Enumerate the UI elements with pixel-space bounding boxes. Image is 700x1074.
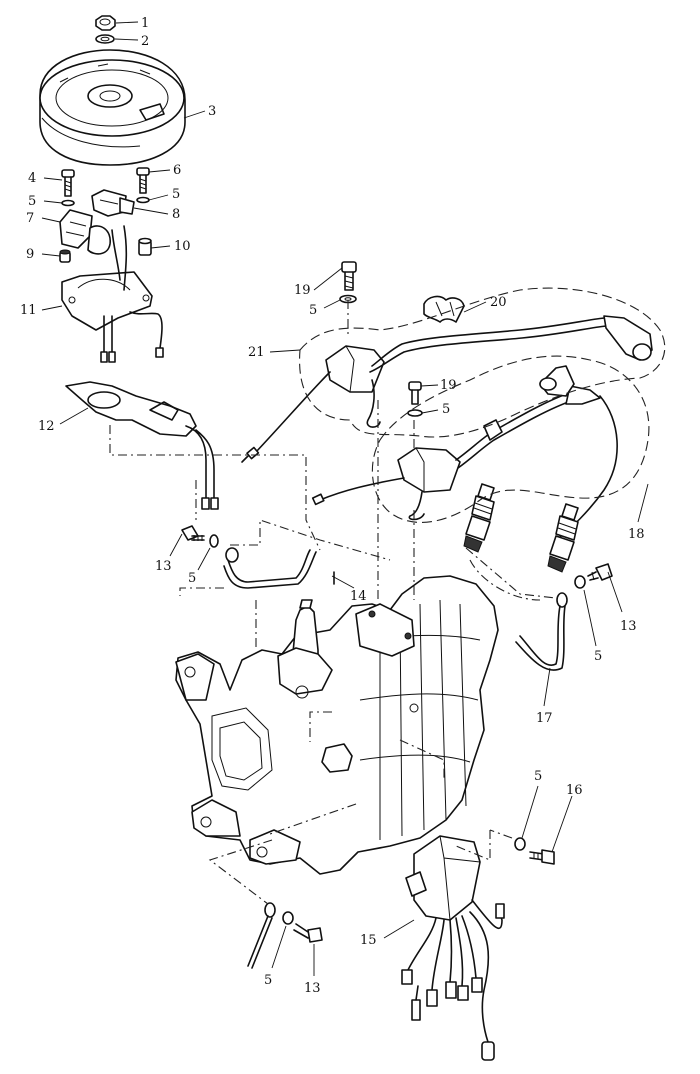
callout-13: 13	[304, 981, 321, 996]
bolt-4	[61, 169, 75, 197]
callout-5: 5	[442, 402, 450, 417]
bolt-13-bottom	[293, 923, 323, 943]
flywheel	[39, 49, 186, 166]
pulser-coil-8	[91, 189, 135, 217]
spark-plug-left	[463, 483, 495, 553]
bolt-19-top	[341, 261, 357, 291]
wiring-harness-outline-18	[371, 355, 650, 523]
washer-5-block-left	[209, 534, 219, 548]
callout-15: 15	[360, 933, 377, 948]
ignition-coil-upper	[241, 315, 653, 463]
callout-5: 5	[309, 303, 317, 318]
callout-labels: 1 2 3 4 5 6 5 7 8 9 10 11 19 5 20 21 19 …	[20, 16, 645, 996]
callout-20: 20	[490, 295, 507, 310]
callout-7: 7	[26, 211, 34, 226]
callout-6: 6	[173, 163, 181, 178]
charge-coil-7	[59, 209, 111, 255]
callout-5: 5	[188, 571, 196, 586]
callout-18: 18	[628, 527, 645, 542]
callout-19: 19	[294, 283, 311, 298]
callout-13: 13	[620, 619, 637, 634]
callout-5: 5	[264, 973, 272, 988]
bolt-13-right	[587, 563, 613, 581]
magneto-control-lever	[65, 381, 219, 510]
washer-5-cdi	[514, 837, 526, 851]
cdi-unit	[401, 835, 505, 1061]
spark-plug-right	[547, 503, 579, 573]
washer-5-block-right	[574, 575, 586, 589]
callout-3: 3	[208, 104, 216, 119]
callout-10: 10	[174, 239, 191, 254]
washer-5-right	[136, 196, 150, 204]
callout-17: 17	[536, 711, 553, 726]
ground-lead-bottom	[247, 902, 276, 969]
wiring-harness-outline-21	[299, 287, 666, 438]
ground-wire-17	[515, 592, 568, 671]
washer-5-left	[61, 199, 75, 207]
callout-5: 5	[534, 769, 542, 784]
bolt-6	[136, 167, 150, 194]
plug-cap-clip-20	[423, 295, 465, 323]
bolt-16	[529, 849, 555, 865]
callout-1: 1	[141, 16, 149, 31]
ground-wire-14	[223, 547, 335, 589]
cylinder-block	[175, 575, 499, 875]
callout-5: 5	[594, 649, 602, 664]
washer-5-bottom	[282, 911, 294, 925]
flywheel-nut	[95, 15, 116, 31]
callout-19: 19	[440, 378, 457, 393]
callout-14: 14	[350, 589, 367, 604]
bolt-13-left	[181, 525, 205, 541]
callout-11: 11	[20, 303, 37, 318]
washer-5-coil-lower	[407, 409, 423, 417]
collar-10	[138, 237, 152, 256]
callout-21: 21	[248, 345, 265, 360]
flywheel-washer	[95, 34, 115, 44]
stator-base-plate	[61, 225, 164, 363]
callout-5: 5	[28, 194, 36, 209]
collar-9	[59, 249, 71, 263]
callout-4: 4	[28, 171, 36, 186]
callout-9: 9	[26, 247, 34, 262]
callout-8: 8	[172, 207, 180, 222]
callout-12: 12	[38, 419, 55, 434]
callout-5: 5	[172, 187, 180, 202]
callout-13: 13	[155, 559, 172, 574]
callout-16: 16	[566, 783, 583, 798]
assembly-center-lines	[109, 300, 557, 905]
callout-leaders	[41, 21, 649, 976]
callout-2: 2	[141, 34, 149, 49]
bolt-19-lower	[408, 381, 422, 405]
